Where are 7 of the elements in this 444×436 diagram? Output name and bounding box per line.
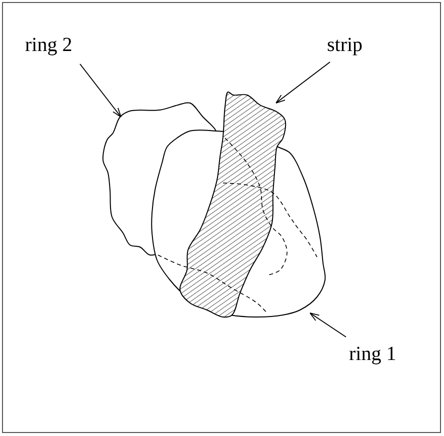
- leader-arrow: [310, 312, 346, 338]
- leader-arrow: [276, 62, 330, 104]
- part-label: ring 2: [25, 34, 72, 56]
- part-label: strip: [327, 34, 363, 56]
- part-label: ring 1: [349, 343, 396, 365]
- leader-arrow: [80, 64, 122, 118]
- hatched-strip: [179, 91, 286, 318]
